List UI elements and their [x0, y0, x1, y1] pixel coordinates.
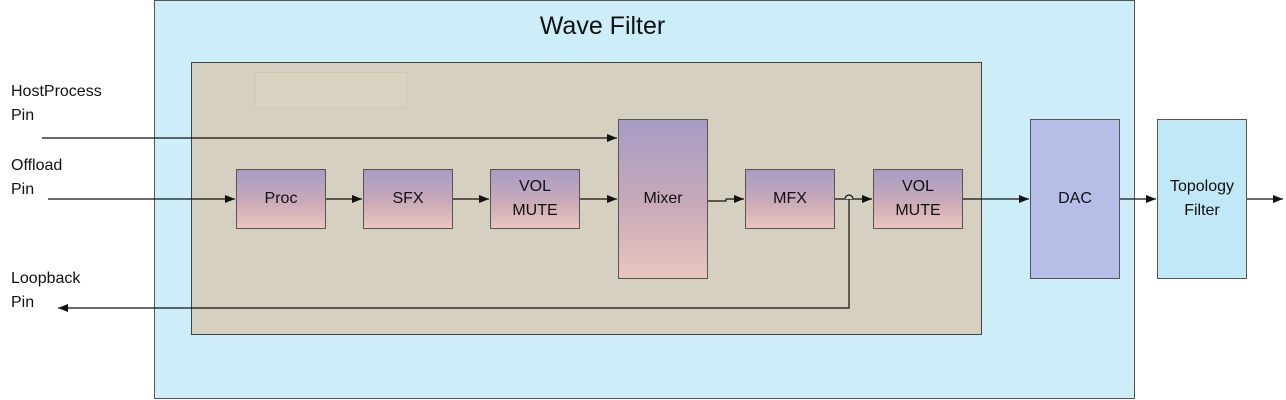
host-process-pin-line1: HostProcess — [11, 83, 102, 100]
faint-placeholder-box — [255, 72, 407, 108]
dac-block: DAC — [1030, 119, 1120, 279]
offload-pin-label: Offload Pin — [11, 154, 62, 202]
host-process-pin-line2: Pin — [11, 107, 35, 124]
topology-label-line2: Filter — [1184, 202, 1220, 219]
loopback-pin-line2: Pin — [11, 294, 35, 311]
mute-label-1: MUTE — [512, 202, 558, 219]
offload-pin-line2: Pin — [11, 181, 35, 198]
proc-block: Proc — [236, 169, 326, 229]
mixer-to-mfx-wire — [708, 195, 744, 203]
offload-pin-line1: Offload — [11, 157, 63, 174]
proc-label: Proc — [264, 190, 298, 207]
dac-label: DAC — [1058, 190, 1092, 207]
mute-label-2: MUTE — [895, 202, 941, 219]
mixer-block: Mixer — [618, 119, 708, 279]
vol-mute-block-2: VOL MUTE — [873, 169, 963, 229]
loopback-wire — [58, 199, 850, 312]
mfx-label: MFX — [773, 190, 807, 207]
mixer-label: Mixer — [643, 190, 683, 207]
vol-label-1: VOL — [518, 178, 551, 195]
loopback-tap-hop — [844, 194, 854, 200]
topology-filter-block: Topology Filter — [1157, 119, 1247, 279]
loopback-pin-line1: Loopback — [11, 270, 81, 287]
vol-label-2: VOL — [901, 178, 934, 195]
sfx-block: SFX — [363, 169, 453, 229]
vol-mute-block-1: VOL MUTE — [490, 169, 580, 229]
host-process-pin-label: HostProcess Pin — [11, 80, 102, 128]
topology-label-line1: Topology — [1169, 178, 1235, 195]
mfx-block: MFX — [745, 169, 835, 229]
sfx-label: SFX — [392, 190, 424, 207]
loopback-pin-label: Loopback Pin — [11, 267, 80, 315]
wave-filter-title: Wave Filter — [539, 12, 666, 40]
